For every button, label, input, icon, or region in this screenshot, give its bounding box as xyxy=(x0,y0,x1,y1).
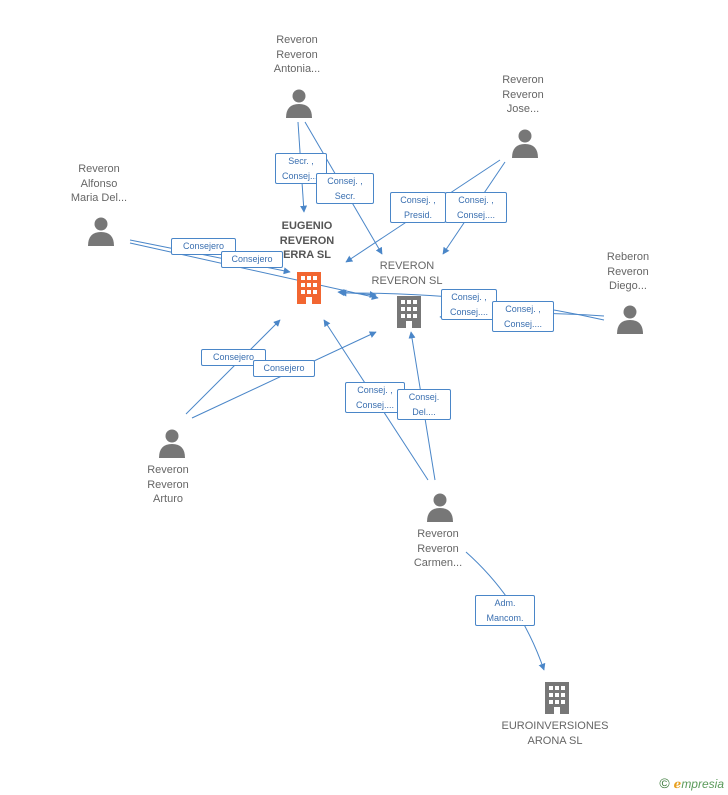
label-line: Reberon xyxy=(606,251,650,263)
label-line: Reveron xyxy=(78,163,120,175)
edge-line-eugenio-reveron xyxy=(337,289,377,298)
edge-label-carmen-reveron[interactable]: Consej. Del.... xyxy=(397,389,451,420)
edge-label-line: Consejero xyxy=(182,241,225,251)
company-label-eugenio[interactable]: EUGENIO REVERON ERRA SL xyxy=(242,219,372,263)
label-line: ARONA SL xyxy=(527,734,583,747)
person-icon[interactable] xyxy=(284,88,314,118)
person-icon[interactable] xyxy=(157,428,187,458)
edge-label-arturo-reveron[interactable]: Consejero xyxy=(253,360,315,377)
copyright-brand[interactable]: ©ℯmpresia xyxy=(659,775,724,791)
edge-label-carmen-eugenio[interactable]: Consej. , Consej.... xyxy=(345,382,405,413)
label-line: Reveron xyxy=(276,34,318,46)
label-line: Jose... xyxy=(506,103,540,115)
edge-label-line: Presid. xyxy=(403,209,432,220)
edge-label-line: Secr. , xyxy=(288,156,314,166)
building-icon-main[interactable] xyxy=(294,270,324,304)
label-line: Reveron xyxy=(417,528,459,540)
person-icon[interactable] xyxy=(425,492,455,522)
edge-label-line: Mancom. xyxy=(486,612,524,623)
copyright-icon: © xyxy=(659,775,670,791)
edge-label-line: Consej.... xyxy=(503,318,543,329)
edge-label-line: Consej. xyxy=(408,392,440,402)
label-line: REVERON xyxy=(279,234,335,247)
building-icon[interactable] xyxy=(542,680,572,714)
label-line: Reveron xyxy=(417,542,459,555)
label-line: Reveron xyxy=(502,88,544,101)
brand-logo-e: ℯ xyxy=(673,777,682,791)
label-line: Carmen... xyxy=(413,557,463,569)
label-line: REVERON xyxy=(379,260,435,272)
edge-label-line: Consej.... xyxy=(449,306,489,317)
edge-label-line: Consej. , xyxy=(357,385,393,395)
person-label-carmen[interactable]: Reveron Reveron Carmen... xyxy=(373,527,503,571)
label-line: ERRA SL xyxy=(283,249,331,261)
label-line: Reveron xyxy=(276,48,318,61)
edge-label-line: Consej.... xyxy=(355,399,395,410)
edge-label-line: Consej. , xyxy=(458,195,494,205)
edge-label-alfonso-eugenio[interactable]: Consejero xyxy=(171,238,236,255)
label-line: Antonia... xyxy=(273,63,321,75)
label-line: Reveron xyxy=(147,464,189,476)
person-label-antonia[interactable]: Reveron Reveron Antonia... xyxy=(232,33,362,77)
label-line: REVERON SL xyxy=(371,274,443,287)
person-icon[interactable] xyxy=(86,216,116,246)
edge-label-line: Consej.... xyxy=(456,209,496,220)
edge-label-alfonso-reveron[interactable]: Consejero xyxy=(221,251,283,268)
edge-label-line: Consej. , xyxy=(400,195,436,205)
person-icon[interactable] xyxy=(510,128,540,158)
brand-name: mpresia xyxy=(681,777,724,791)
edge-label-line: Consej.... xyxy=(281,170,321,181)
label-line: Alfonso xyxy=(80,177,118,190)
edge-label-carmen-euro[interactable]: Adm. Mancom. xyxy=(475,595,535,626)
label-line: EUROINVERSIONES xyxy=(501,720,609,732)
person-icon[interactable] xyxy=(615,304,645,334)
label-line: Maria Del... xyxy=(70,192,128,204)
edge-label-line: Consej. , xyxy=(505,304,541,314)
edge-label-line: Consej. , xyxy=(327,176,363,186)
label-line: Reveron xyxy=(502,74,544,86)
person-label-alfonso[interactable]: Reveron Alfonso Maria Del... xyxy=(34,162,164,206)
company-label-reveron-sl[interactable]: REVERON REVERON SL xyxy=(342,259,472,288)
company-label-euroinversiones[interactable]: EUROINVERSIONES ARONA SL xyxy=(490,719,620,748)
edge-label-diego-eugenio[interactable]: Consej. , Consej.... xyxy=(441,289,497,320)
edge-label-line: Del.... xyxy=(412,406,436,417)
person-label-diego[interactable]: Reberon Reveron Diego... xyxy=(563,250,693,294)
edge-label-arturo-eugenio[interactable]: Consejero xyxy=(201,349,266,366)
label-line: Diego... xyxy=(609,280,647,292)
edge-label-diego-reveron[interactable]: Consej. , Consej.... xyxy=(492,301,554,332)
edge-label-jose-reveron[interactable]: Consej. , Consej.... xyxy=(445,192,507,223)
edge-label-jose-eugenio[interactable]: Consej. , Presid. xyxy=(390,192,446,223)
person-label-arturo[interactable]: Reveron Reveron Arturo xyxy=(103,463,233,507)
edge-label-antonia-reveron[interactable]: Consej. , Secr. xyxy=(316,173,374,204)
edge-label-line: Adm. xyxy=(494,598,516,608)
edge-label-line: Consej. , xyxy=(451,292,487,302)
edge-label-line: Consejero xyxy=(263,363,305,373)
edge-label-line: Consejero xyxy=(231,254,273,264)
building-icon[interactable] xyxy=(394,294,424,328)
edge-label-line: Secr. xyxy=(334,190,356,201)
label-line: EUGENIO xyxy=(281,220,333,232)
label-line: Reveron xyxy=(147,478,189,491)
label-line: Reveron xyxy=(607,265,649,278)
edge-line-arturo-eugenio xyxy=(185,319,281,415)
label-line: Arturo xyxy=(153,493,183,505)
edge-label-line: Consejero xyxy=(212,352,255,362)
person-label-jose[interactable]: Reveron Reveron Jose... xyxy=(458,73,588,117)
